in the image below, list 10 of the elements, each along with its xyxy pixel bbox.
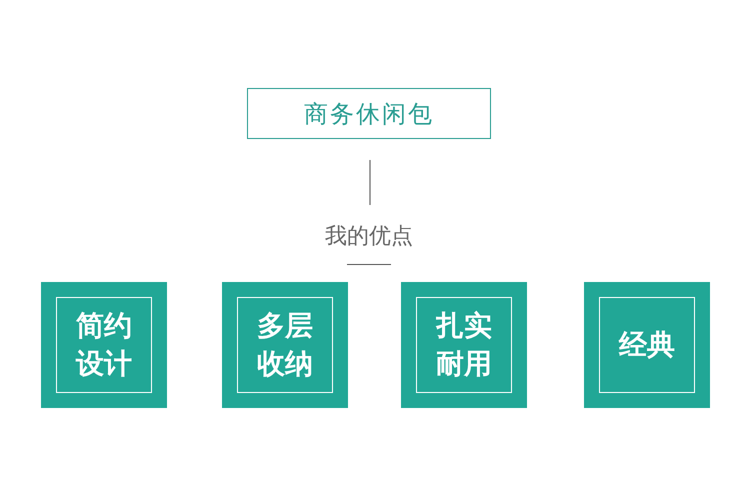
feature-tile [401, 282, 527, 408]
feature-tile [222, 282, 348, 408]
feature-tile [41, 282, 167, 408]
feature-tile [584, 282, 710, 408]
title-box: 商务休闲包 [247, 88, 491, 139]
tile-text: 简约设计 [74, 308, 133, 382]
subheading: 我的优点 [324, 223, 414, 251]
tile-text: 经典 [618, 327, 676, 364]
tile-text: 扎实耐用 [434, 308, 493, 382]
tile-text: 多层收纳 [256, 308, 314, 382]
